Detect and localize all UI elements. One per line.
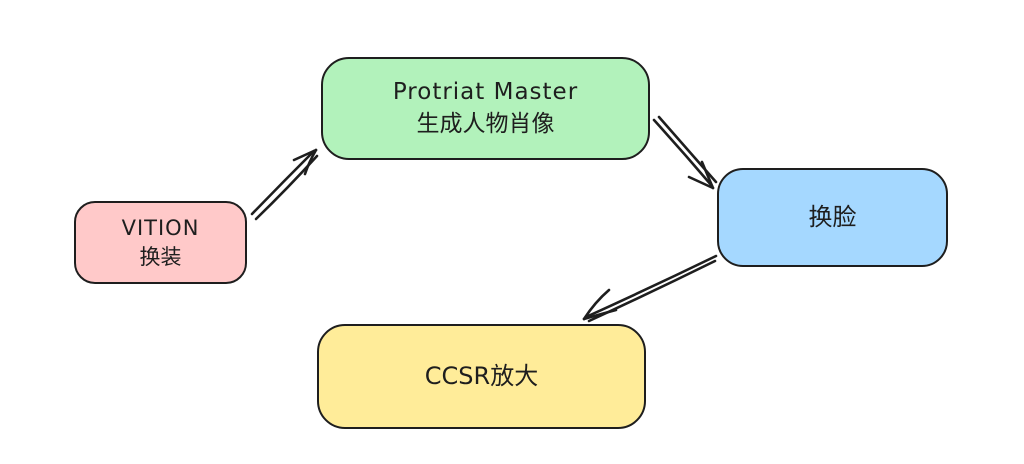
node-portrait-master: Protriat Master 生成人物肖像	[321, 57, 650, 160]
node-face-swap: 换脸	[717, 168, 948, 267]
node-ccsr-upscale: CCSR放大	[317, 324, 646, 429]
node-label-line: 换装	[139, 244, 182, 269]
node-label-line: CCSR放大	[424, 362, 539, 391]
node-label-line: Protriat Master	[392, 79, 579, 106]
edge-vition-to-portrait-arrow	[250, 148, 319, 221]
node-vition-outfit-swap: VITION 换装	[74, 201, 247, 284]
edge-portrait-to-faceswap-arrow	[652, 115, 718, 190]
node-label-line: VITION	[121, 216, 200, 241]
node-label-line: 生成人物肖像	[416, 110, 555, 137]
edge-faceswap-to-ccsr-arrow	[582, 254, 718, 323]
node-label-line: 换脸	[808, 203, 857, 232]
